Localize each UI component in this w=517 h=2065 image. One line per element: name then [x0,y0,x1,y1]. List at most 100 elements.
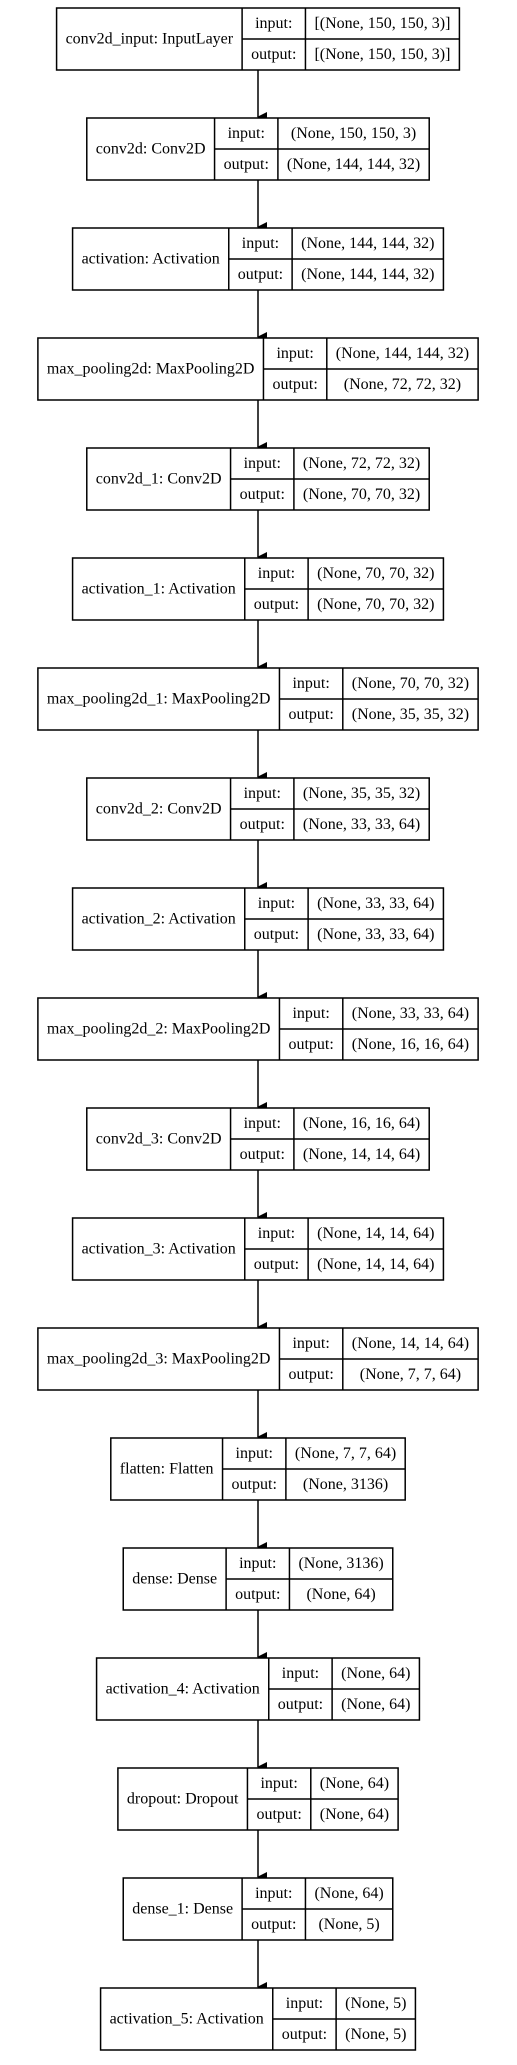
output-shape: (None, 14, 14, 64) [303,1146,420,1163]
output-shape: (None, 64) [320,1806,389,1823]
input-shape: (None, 70, 70, 32) [317,565,434,582]
input-shape: (None, 64) [341,1665,410,1682]
output-label: output: [254,1256,299,1273]
layer-name: conv2d_input: InputLayer [66,31,234,48]
output-shape: (None, 33, 33, 64) [317,926,434,943]
input-label: input: [239,1555,276,1572]
input-shape: (None, 70, 70, 32) [352,675,469,692]
input-label: input: [236,1445,273,1462]
output-shape: (None, 33, 33, 64) [303,816,420,833]
layer-nodes: conv2d_input: InputLayerinput:output:[(N… [37,7,479,2051]
output-shape: (None, 70, 70, 32) [303,486,420,503]
input-label: input: [260,1775,297,1792]
input-label: input: [255,15,292,32]
output-shape: (None, 70, 70, 32) [317,596,434,613]
input-shape: (None, 33, 33, 64) [317,895,434,912]
output-label: output: [235,1586,280,1603]
input-label: input: [292,1005,329,1022]
output-shape: (None, 14, 14, 64) [317,1256,434,1273]
output-label: output: [254,596,299,613]
layer-name: conv2d_2: Conv2D [96,801,222,818]
input-label: input: [292,675,329,692]
input-shape: (None, 35, 35, 32) [303,785,420,802]
output-shape: (None, 3136) [303,1476,388,1493]
input-shape: (None, 14, 14, 64) [352,1335,469,1352]
output-label: output: [254,926,299,943]
output-label: output: [256,1806,301,1823]
output-label: output: [278,1696,323,1713]
input-label: input: [258,1225,295,1242]
layer-node: max_pooling2d_2: MaxPooling2Dinput:outpu… [37,997,479,1061]
output-label: output: [288,706,333,723]
output-shape: (None, 7, 7, 64) [360,1366,461,1383]
input-shape: (None, 14, 14, 64) [317,1225,434,1242]
layer-name: max_pooling2d: MaxPooling2D [47,361,255,378]
output-shape: (None, 5) [345,2026,406,2043]
output-label: output: [240,486,285,503]
input-label: input: [276,345,313,362]
layer-node: conv2d_input: InputLayerinput:output:[(N… [55,7,461,71]
output-label: output: [238,266,283,283]
output-label: output: [282,2026,327,2043]
layer-node: activation_3: Activation input: output: (No… [71,1217,445,1281]
output-shape: (None, 64) [341,1696,410,1713]
layer-name: conv2d_1: Conv2D [96,471,222,488]
layer-name: activation_5: Activation [110,2011,264,2028]
output-label: output: [251,1916,296,1933]
input-label: input: [244,785,281,802]
output-label: output: [288,1036,333,1053]
layer-name: conv2d_3: Conv2D [96,1131,222,1148]
input-shape: (None, 5) [345,1995,406,2012]
output-label: output: [232,1476,277,1493]
input-shape: (None, 7, 7, 64) [295,1445,396,1462]
input-shape: (None, 16, 16, 64) [303,1115,420,1132]
output-label: output: [288,1366,333,1383]
layer-name: flatten: Flatten [120,1461,214,1478]
layer-node: max_pooling2d_1: MaxPooling2Dinput:outpu… [37,667,479,731]
input-label: input: [282,1665,319,1682]
layer-node: max_pooling2d_3: MaxPooling2D input: outpu… [37,1327,479,1391]
input-shape: (None, 144, 144, 32) [336,345,469,362]
output-shape: (None, 64) [306,1586,375,1603]
input-shape: (None, 64) [314,1885,383,1902]
output-shape: (None, 72, 72, 32) [344,376,461,393]
layer-name: activation_3: Activation [82,1241,236,1258]
layer-node: activation_4: Activation input: output: (No… [95,1657,421,1721]
layer-name: max_pooling2d_3: MaxPooling2D [47,1351,271,1368]
layer-name: activation: Activation [82,251,220,268]
input-label: input: [292,1335,329,1352]
layer-node: conv2d_2: Conv2D input: output: (None, 35, … [86,777,430,841]
output-label: output: [251,46,296,63]
output-label: output: [272,376,317,393]
input-shape: (None, 64) [320,1775,389,1792]
layer-node: flatten: Flatten input: output: (None, 7, 7… [110,1437,406,1501]
layer-name: dropout: Dropout [127,1791,239,1808]
input-label: input: [255,1885,292,1902]
layer-name: activation_1: Activation [82,581,236,598]
output-label: output: [240,1146,285,1163]
layer-name: conv2d: Conv2D [96,141,206,158]
layer-node: conv2d: Conv2D input: output: (None, 150, 1… [86,117,430,181]
layer-name: activation_4: Activation [106,1681,260,1698]
layer-name: dense: Dense [132,1571,217,1588]
input-label: input: [228,125,265,142]
layer-name: dense_1: Dense [132,1901,233,1918]
input-shape: (None, 150, 150, 3) [291,125,416,142]
output-label: output: [224,156,269,173]
output-shape: (None, 16, 16, 64) [352,1036,469,1053]
layer-node: max_pooling2d: MaxPooling2D input: output:… [37,337,479,401]
output-shape: (None, 144, 144, 32) [287,156,420,173]
layer-box [37,337,479,401]
input-shape: (None, 33, 33, 64) [352,1005,469,1022]
layer-node: activation_5: Activationinput:output:(No… [99,1987,417,2051]
layer-node: activation: Activationinput:output:(None… [71,227,445,291]
input-label: input: [242,235,279,252]
input-label: input: [258,565,295,582]
output-shape: (None, 35, 35, 32) [352,706,469,723]
output-label: output: [240,816,285,833]
